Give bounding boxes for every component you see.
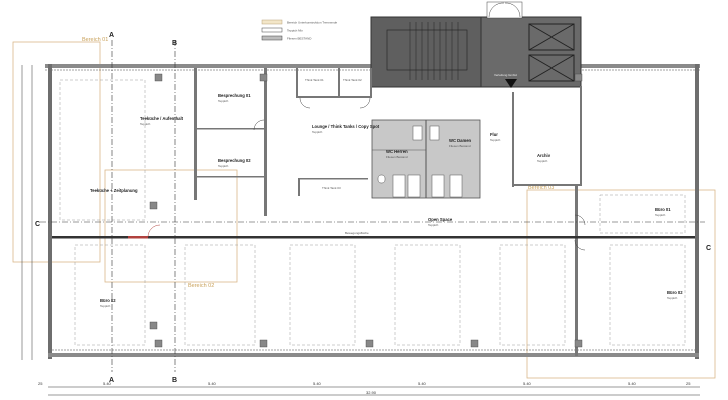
area-frame-03 bbox=[526, 189, 716, 379]
corridor-wall bbox=[52, 236, 695, 239]
doors bbox=[147, 97, 586, 251]
axis-c-right: C bbox=[706, 245, 711, 252]
room-lounge: Lounge / Think Tanks / Copy Spot bbox=[312, 124, 380, 129]
legend-label-1: Teppich Mix bbox=[287, 29, 303, 33]
room-besprechung-01-floor: Teppich bbox=[218, 99, 229, 103]
room-open-space-floor: Teppich bbox=[428, 223, 439, 227]
wc-block bbox=[371, 119, 481, 199]
room-buero-02-left: Büro 02 bbox=[100, 298, 116, 303]
axis-a-top: A bbox=[109, 32, 114, 39]
room-archiv-floor: Teppich bbox=[537, 159, 548, 163]
legend-label-0: Bereich Unterkonstruktion Trennwnde bbox=[287, 21, 338, 25]
axis-c-left: C bbox=[35, 221, 40, 228]
room-think-tank-03: Think Tank 03 bbox=[322, 186, 341, 190]
room-buero-01: Büro 01 bbox=[655, 207, 671, 212]
bottom-dimension-lines bbox=[48, 386, 700, 396]
room-think-tank-01: Think Tank 01 bbox=[305, 78, 324, 82]
room-buero-02-left-floor: Teppich bbox=[100, 304, 111, 308]
axis-a-bottom: A bbox=[109, 377, 114, 384]
dim-bay-5: 5.40 bbox=[523, 381, 532, 386]
room-besprechung-01: Besprechung 01 bbox=[218, 93, 251, 98]
room-teekueche-floor: Teppich bbox=[140, 122, 151, 126]
columns bbox=[149, 73, 583, 348]
room-teekueche-zp: Teeküche + Zeitplanung bbox=[90, 188, 138, 193]
room-besprechung-02: Besprechung 02 bbox=[218, 158, 251, 163]
dim-edge-right: 25 bbox=[686, 381, 691, 386]
room-open-space: Open Space bbox=[428, 217, 453, 222]
room-buero-02-right-floor: Teppich bbox=[667, 296, 678, 300]
dim-total: 32.90 bbox=[366, 390, 377, 395]
room-wc-damen-floor: Fliesen Bestand bbox=[449, 144, 471, 148]
axis-lines bbox=[40, 40, 705, 372]
room-besprechung-02-floor: Teppich bbox=[218, 164, 229, 168]
area-label-02: Bereich 02 bbox=[188, 283, 214, 289]
room-wc-herren: WC Herren bbox=[386, 149, 408, 154]
area-frame-02 bbox=[104, 169, 238, 283]
room-lounge-floor: Teppich bbox=[312, 130, 323, 134]
dim-bay-4: 5.40 bbox=[418, 381, 427, 386]
room-wc-herren-floor: Fliesen Bestand bbox=[386, 155, 408, 159]
left-dimension-lines bbox=[21, 65, 33, 360]
room-wc-damen: WC Damen bbox=[449, 138, 472, 143]
area-label-03: Bereich 03 bbox=[528, 185, 554, 191]
interior-walls bbox=[194, 68, 582, 356]
room-flur: Flur bbox=[490, 132, 498, 137]
room-buero-02-right: Büro 02 bbox=[667, 290, 683, 295]
room-buero-01-floor: Teppich bbox=[655, 213, 666, 217]
furniture-zones bbox=[59, 79, 686, 346]
room-flur-floor: Teppich bbox=[490, 138, 501, 142]
room-archiv: Archiv bbox=[537, 153, 551, 158]
dim-bay-6: 5.40 bbox=[628, 381, 637, 386]
core-label: Verteilung GmbH bbox=[494, 73, 517, 77]
outer-walls bbox=[45, 64, 700, 359]
axis-b-top: B bbox=[172, 40, 177, 47]
legend-label-2: Fliesen BESTAND bbox=[287, 37, 312, 41]
legend: Bereich Unterkonstruktion Trennwnde Tepp… bbox=[261, 19, 338, 41]
area-label-01: Bereich 01 bbox=[82, 37, 108, 43]
room-think-tank-02: Think Tank 02 bbox=[343, 78, 362, 82]
stair-core bbox=[370, 1, 582, 88]
area-frame-01 bbox=[12, 41, 101, 263]
room-teekueche: Teeküche / Aufenthalt bbox=[140, 116, 184, 121]
dim-bay-1: 5.40 bbox=[103, 381, 112, 386]
dim-edge-left: 25 bbox=[38, 381, 43, 386]
dim-bay-3: 5.40 bbox=[313, 381, 322, 386]
axis-b-bottom: B bbox=[172, 377, 177, 384]
corridor-label: Bewegungsfläche bbox=[345, 231, 369, 235]
dim-bay-2: 5.40 bbox=[208, 381, 217, 386]
corridor-wall-red bbox=[128, 236, 148, 239]
